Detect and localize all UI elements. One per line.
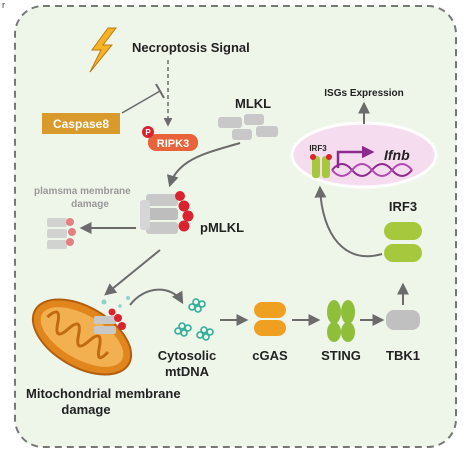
pmlkl-to-mito-arrow — [104, 249, 161, 296]
necroptosis-signal-label: Necroptosis Signal — [132, 40, 250, 55]
ripk3-phospho-label: P — [145, 128, 151, 137]
irf3-dimer-icon — [310, 154, 332, 178]
mtdna-label: mtDNA — [165, 364, 210, 379]
irf3-label: IRF3 — [389, 199, 417, 214]
sting-icon — [327, 300, 355, 342]
membrane-pore-icon — [47, 218, 76, 249]
mito-damage-label-2: damage — [61, 402, 110, 417]
ripk3-box — [148, 134, 198, 151]
cgas-label: cGAS — [252, 348, 288, 363]
ifnb-label: Ifnb — [384, 147, 410, 163]
inhibition-bar — [155, 83, 165, 99]
plasma-membrane-label-2: damage — [71, 199, 109, 210]
tbk1-icon — [386, 310, 420, 330]
transcription-arrow — [336, 145, 375, 168]
irf3-to-nucleus-arrow — [314, 185, 383, 258]
ripk3-phospho-icon — [142, 126, 154, 138]
sting-label: STING — [321, 348, 361, 363]
irf3-icon — [384, 222, 422, 262]
mlkl-to-pmlkl-arrow — [166, 142, 241, 188]
mlkl-label: MLKL — [235, 96, 271, 111]
caspase8-box — [42, 113, 120, 134]
tbk1-label: TBK1 — [386, 348, 420, 363]
plasma-membrane-label: plamsma membrane — [34, 186, 131, 197]
caspase8-label: Caspase8 — [53, 117, 109, 131]
caspase-inhibition-line — [121, 90, 161, 114]
mito-release-dots — [101, 296, 130, 308]
isgs-label: ISGs Expression — [324, 88, 403, 99]
lightning-icon — [89, 27, 118, 73]
pmlkl-oligomer — [140, 191, 194, 234]
cgas-icon — [254, 302, 286, 336]
cytosolic-label: Cytosolic — [158, 348, 217, 363]
mtdna-icon — [174, 298, 214, 341]
mlkl-monomers — [218, 114, 278, 140]
ripk3-label: RIPK3 — [157, 138, 189, 150]
irf3-nucleus-label: IRF3 — [309, 144, 327, 153]
mito-to-mtdna-arrow — [129, 288, 184, 306]
mito-pmlkl-icon — [94, 308, 126, 334]
dna-helix-icon — [331, 163, 413, 177]
pmlkl-label: pMLKL — [200, 220, 244, 235]
mito-damage-label: Mitochondrial membrane — [26, 386, 181, 401]
corner-mark: r — [2, 0, 5, 10]
